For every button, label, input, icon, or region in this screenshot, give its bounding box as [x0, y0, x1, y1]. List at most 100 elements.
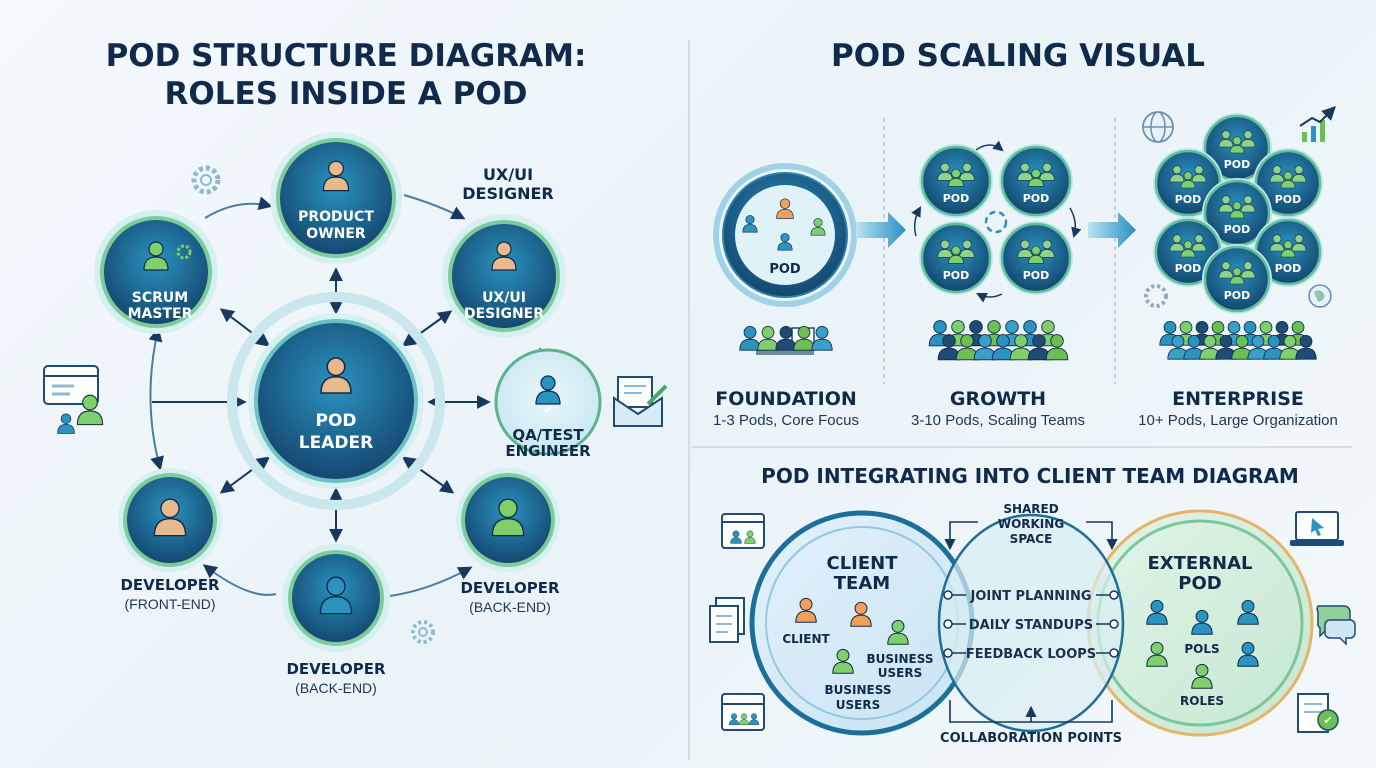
business-users-a-2: USERS	[878, 666, 922, 680]
shared-space-bracket	[944, 521, 1118, 723]
presenter-screen-icon	[43, 365, 104, 434]
foundation-pod: POD	[713, 163, 857, 307]
envelope-pencil-icon	[613, 376, 668, 427]
shared-space-label-2: WORKING	[998, 517, 1064, 531]
feedback-loops-pill: FEEDBACK LOOPS	[943, 647, 1119, 662]
svg-text:(BACK-END): (BACK-END)	[295, 680, 377, 696]
collaboration-points-label: COLLABORATION POINTS	[940, 731, 1122, 746]
shared-space-label-3: SPACE	[1010, 532, 1053, 546]
pod-circle: POD	[919, 144, 993, 218]
pod-circle: POD	[919, 221, 993, 295]
enterprise-pod-group: POD POD POD POD POD POD POD	[1153, 113, 1323, 314]
left-title-line1: POD STRUCTURE DIAGRAM:	[106, 38, 587, 74]
business-users-b-2: USERS	[836, 698, 880, 712]
external-pod-title-1: EXTERNAL	[1147, 553, 1252, 574]
svg-text:DAILY STANDUPS: DAILY STANDUPS	[969, 618, 1093, 633]
svg-text:OWNER: OWNER	[306, 226, 366, 242]
chat-bubbles-icon	[1316, 605, 1356, 646]
stage-foundation-desc: 1-3 Pods, Core Focus	[713, 412, 859, 429]
pod-label: POD	[943, 269, 970, 282]
svg-text:(BACK-END): (BACK-END)	[469, 599, 551, 615]
developer-back-end-right-node: DEVELOPER (BACK-END)	[456, 468, 560, 615]
pod-label: POD	[1224, 289, 1251, 302]
gear-icon-enterprise	[1144, 284, 1168, 308]
svg-text:SCRUM: SCRUM	[132, 290, 188, 306]
pod-label: POD	[943, 192, 970, 205]
growth-pods	[911, 140, 1082, 303]
pod-label: POD	[1275, 262, 1302, 275]
globe-icon	[1142, 111, 1174, 143]
pod-leader-node: POD LEADER	[227, 292, 445, 510]
pod-label: POD	[1175, 193, 1202, 206]
growth-people	[928, 320, 1069, 361]
client-label: CLIENT	[782, 632, 830, 646]
stage-enterprise-desc: 10+ Pods, Large Organization	[1138, 412, 1338, 429]
svg-text:DESIGNER: DESIGNER	[464, 306, 544, 322]
svg-text:POD: POD	[315, 411, 356, 431]
svg-text:MASTER: MASTER	[128, 306, 193, 322]
client-team-title-2: TEAM	[834, 573, 890, 594]
pols-label: POLS	[1184, 642, 1219, 656]
developer-front-end-node: DEVELOPER (FRONT-END)	[118, 468, 222, 612]
collab-points: JOINT PLANNING DAILY STANDUPS FEEDBACK L…	[943, 589, 1119, 662]
enterprise-people	[1159, 320, 1317, 360]
gear-icon-small	[411, 620, 435, 644]
stage-enterprise-name: ENTERPRISE	[1172, 388, 1304, 410]
roles-label: ROLES	[1180, 694, 1224, 708]
developer-back-end-bottom-node: DEVELOPER (BACK-END)	[282, 544, 390, 696]
pod-label: POD	[1224, 223, 1251, 236]
qa-engineer-node: ✔ QA/TEST ENGINEER	[494, 348, 602, 460]
svg-text:DEVELOPER: DEVELOPER	[120, 576, 220, 594]
integration-title: POD INTEGRATING INTO CLIENT TEAM DIAGRAM	[761, 464, 1299, 488]
shared-space-label-1: SHARED	[1003, 502, 1058, 516]
pod-label: POD	[1023, 269, 1050, 282]
svg-text:(FRONT-END): (FRONT-END)	[125, 596, 216, 612]
pod-label: POD	[1224, 158, 1251, 171]
svg-text:PRODUCT: PRODUCT	[298, 209, 374, 225]
documents-icon	[709, 597, 745, 643]
globe-icon-small	[1308, 284, 1332, 308]
stage-growth-name: GROWTH	[950, 388, 1046, 410]
svg-text:LEADER: LEADER	[299, 433, 373, 453]
spoke-arrows	[152, 267, 491, 543]
small-gear-icon	[176, 244, 192, 260]
qa-check-icon: ✔	[543, 403, 553, 417]
ux-designer-outside-label: UX/UI	[483, 165, 533, 184]
svg-text:FEEDBACK LOOPS: FEEDBACK LOOPS	[966, 647, 1096, 662]
scrum-master-node: SCRUM MASTER	[94, 210, 218, 334]
external-pod-title-2: POD	[1178, 573, 1221, 594]
svg-text:JOINT PLANNING: JOINT PLANNING	[969, 589, 1091, 604]
svg-text:UX/UI: UX/UI	[482, 290, 526, 306]
pod-circle: POD	[999, 221, 1073, 295]
daily-standups-pill: DAILY STANDUPS	[943, 618, 1119, 633]
document-check-icon: ✔	[1297, 693, 1339, 733]
stage-growth-desc: 3-10 Pods, Scaling Teams	[911, 412, 1085, 429]
meeting-board-icon	[721, 513, 765, 549]
svg-text:ENGINEER: ENGINEER	[505, 442, 591, 460]
team-member-figure	[757, 325, 779, 351]
gear-icon	[191, 165, 221, 195]
svg-text:✔: ✔	[1323, 715, 1332, 727]
calendar-team-icon	[721, 693, 765, 731]
svg-text:QA/TEST: QA/TEST	[512, 426, 584, 444]
stage-arrow-1	[856, 212, 906, 248]
pod-circle: POD	[1202, 244, 1272, 314]
scaling-title: POD SCALING VISUAL	[831, 38, 1205, 74]
laptop-cursor-icon	[1290, 511, 1344, 546]
pod-circle: POD	[1253, 148, 1323, 218]
business-users-b-1: BUSINESS	[825, 683, 892, 697]
foundation-people	[739, 325, 833, 351]
stage-arrow-2	[1088, 212, 1136, 248]
svg-text:DEVELOPER: DEVELOPER	[286, 660, 386, 678]
product-owner-node: PRODUCT OWNER	[270, 132, 402, 264]
pod-label: POD	[1275, 193, 1302, 206]
pod-label: POD	[1175, 262, 1202, 275]
shared-working-space	[937, 513, 1125, 733]
pod-label: POD	[1023, 192, 1050, 205]
pod-circle: POD	[999, 144, 1073, 218]
ux-designer-node: UX/UI DESIGNER UX/UI DESIGNER	[442, 165, 566, 338]
team-member-figure	[811, 325, 833, 351]
growth-chart-icon	[1299, 106, 1336, 142]
pod-circle: POD	[1202, 178, 1272, 248]
